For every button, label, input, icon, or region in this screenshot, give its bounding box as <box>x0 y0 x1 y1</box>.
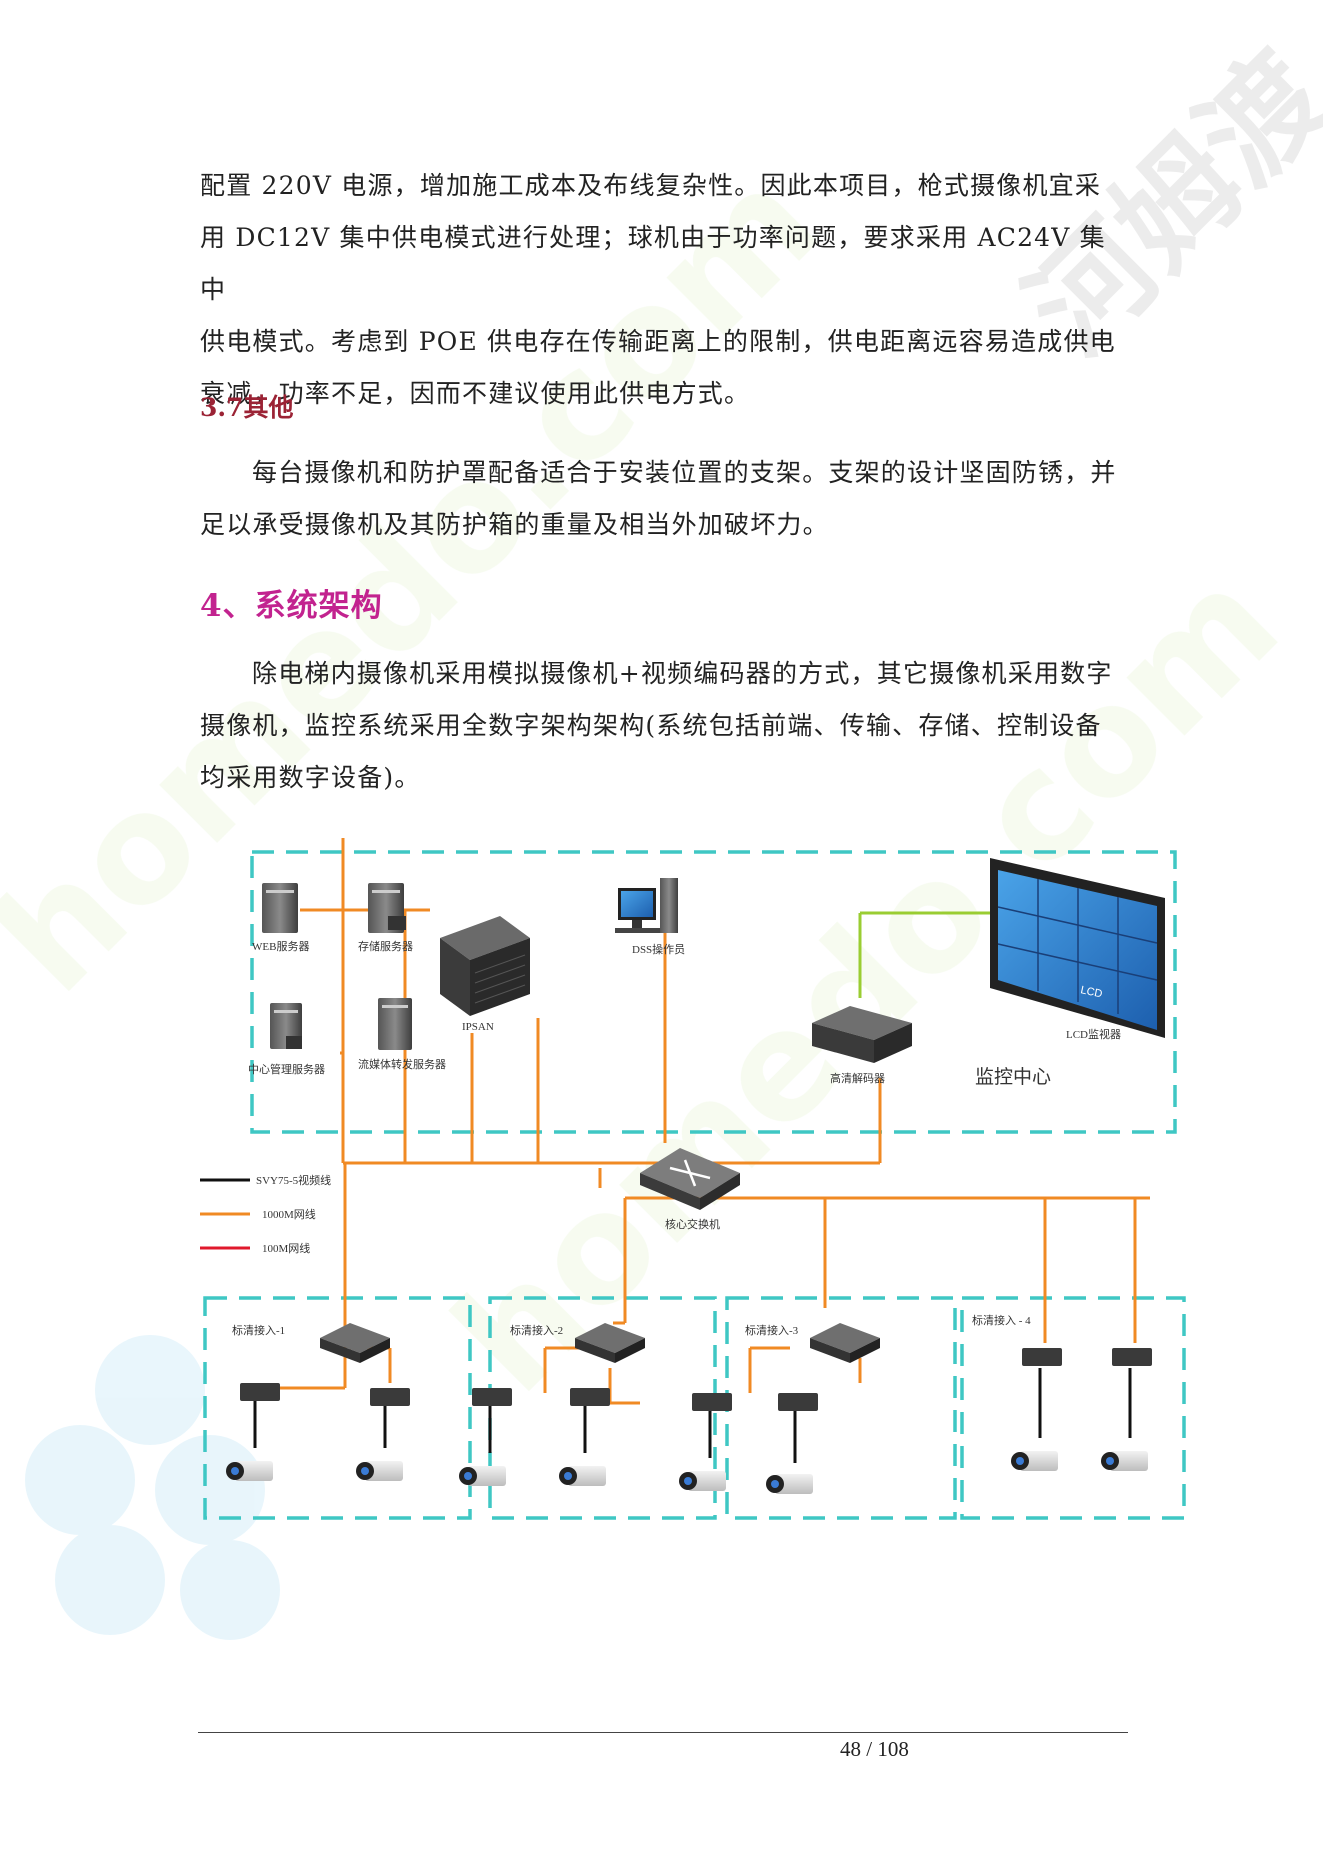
central-mgmt-server-label: 中心管理服务器 <box>248 1062 325 1076</box>
stream-server-icon <box>378 998 412 1050</box>
footer-rule <box>198 1732 1128 1733</box>
encoder-icon <box>240 1348 1152 1411</box>
video-lines <box>253 1368 1132 1463</box>
legend-video-label: SVY75-5视频线 <box>256 1173 331 1187</box>
para1-line-1: 配置 220V 电源，增加施工成本及布线复杂性。因此本项目，枪式摄像机宜采 <box>200 171 1102 200</box>
dss-operator-label: DSS操作员 <box>632 942 685 956</box>
section-heading-4: 4、系统架构 <box>200 588 383 624</box>
hd-decoder-icon <box>812 1006 912 1063</box>
storage-server-icon <box>368 883 406 933</box>
access-1-label: 标清接入-1 <box>232 1323 285 1337</box>
bracket-paragraph: 每台摄像机和防护罩配备适合于安装位置的支架。支架的设计坚固防锈，并足以承受摄像机… <box>200 458 1117 539</box>
legend-100m-label: 100M网线 <box>262 1241 310 1255</box>
dss-operator-icon <box>615 878 678 933</box>
lcd-monitor-icon <box>990 858 1165 1038</box>
lcd-screen-text: LCD <box>1079 984 1103 1000</box>
access-zone-4 <box>960 1296 1186 1520</box>
intro-paragraph: 配置 220V 电源，增加施工成本及布线复杂性。因此本项目，枪式摄像机宜采 用 … <box>200 160 1125 420</box>
monitoring-center-zone <box>250 850 1177 1134</box>
legend: SVY75-5视频线 1000M网线 100M网线 <box>200 1173 331 1255</box>
hd-decoder-label: 高清解码器 <box>830 1071 885 1085</box>
ipsan-icon <box>440 916 530 1016</box>
para1-line-3: 供电模式。考虑到 POE 供电存在传输距离上的限制，供电距离远容易造成供电 <box>200 327 1116 356</box>
stream-server-label: 流媒体转发服务器 <box>358 1057 446 1071</box>
para1-line-2: 用 DC12V 集中供电模式进行处理；球机由于功率问题，要求采用 AC24V 集… <box>200 223 1106 304</box>
access-switch-icon <box>320 1323 880 1363</box>
para1-line-4: 衰减，功率不足，因而不建议使用此供电方式。 <box>200 379 751 408</box>
page-number: 48 / 108 <box>840 1737 909 1761</box>
system-architecture-diagram: WEB服务器 存储服务器 IPSAN DSS操作员 LCD LCD监视器 <box>200 838 1186 1520</box>
core-switch-icon <box>640 1148 740 1210</box>
access-zone-2 <box>488 1296 717 1520</box>
ipsan-label: IPSAN <box>462 1021 494 1033</box>
web-server-icon <box>262 883 298 933</box>
architecture-paragraph: 除电梯内摄像机采用模拟摄像机+视频编码器的方式，其它摄像机采用数字摄像机，监控系… <box>200 659 1113 792</box>
monitoring-center-label: 监控中心 <box>975 1066 1051 1088</box>
section-heading-3-7: 3.7其他 <box>200 393 294 422</box>
legend-1000m-label: 1000M网线 <box>262 1207 316 1221</box>
camera-icon <box>226 1451 1148 1494</box>
access-zone-1 <box>203 1296 472 1520</box>
access-4-label: 标清接入 - 4 <box>972 1313 1031 1327</box>
access-3-label: 标清接入-3 <box>745 1323 799 1337</box>
core-switch-label: 核心交换机 <box>665 1217 720 1231</box>
central-mgmt-server-icon <box>270 1003 302 1049</box>
storage-server-label: 存储服务器 <box>358 939 413 953</box>
web-server-label: WEB服务器 <box>252 940 309 953</box>
access-2-label: 标清接入-2 <box>510 1323 563 1337</box>
lcd-monitor-label: LCD监视器 <box>1066 1027 1121 1041</box>
